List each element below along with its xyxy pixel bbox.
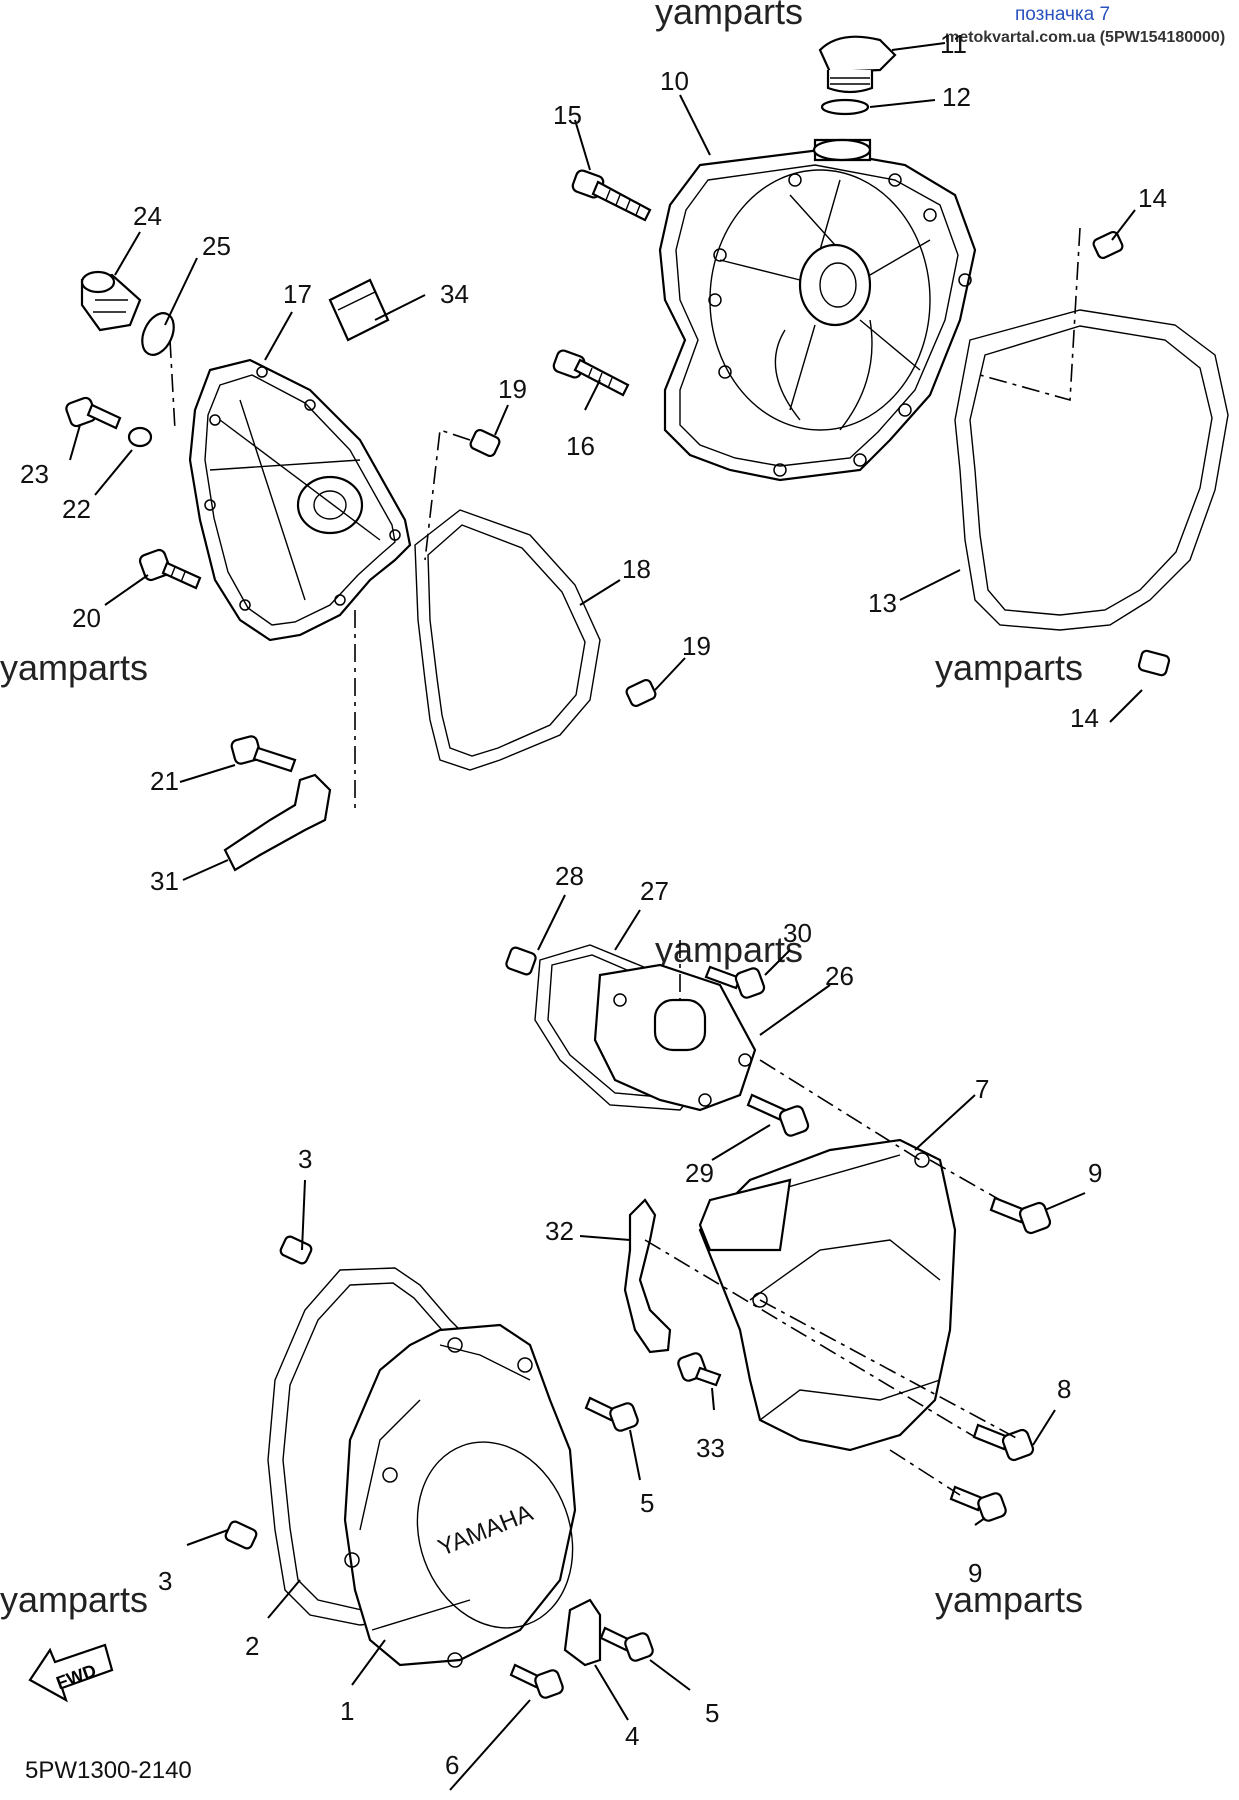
callout-20: 20 [72,603,101,633]
part-14-dowel-top [1092,230,1124,260]
callout-18: 18 [622,554,651,584]
callout-27: 27 [640,876,669,906]
part-17-cover [188,358,412,642]
part-7-sprocket-cover [698,1138,957,1452]
callout-23: 23 [20,459,49,489]
callout-14-top: 14 [1138,183,1167,213]
part-14-dowel-bottom [1137,649,1171,677]
callout-10: 10 [660,66,689,96]
callout-11: 11 [940,29,967,59]
callout-17: 17 [283,279,312,309]
callout-12: 12 [942,82,971,112]
callout-32: 32 [545,1216,574,1246]
callout-19-bottom: 19 [682,631,711,661]
callout-9-bottom: 9 [968,1558,982,1588]
callout-31: 31 [150,866,179,896]
assembly-lines [169,227,1081,1496]
part-34-label [328,278,390,342]
leader-lines [69,42,1143,1791]
callouts: 1 2 3 3 4 5 5 6 7 8 9 9 10 11 12 13 14 1… [20,29,1167,1780]
callout-33: 33 [696,1433,725,1463]
part-4-clamp [563,1598,602,1667]
callout-16: 16 [566,431,595,461]
callout-29: 29 [685,1158,714,1188]
part-11-oil-filler-cap [818,35,897,94]
callout-25: 25 [202,231,231,261]
watermark-left-mid: yamparts [0,647,148,688]
callout-24: 24 [133,201,162,231]
part-9-bolt-bottom [949,1485,1007,1522]
callout-2: 2 [245,1631,259,1661]
part-29-bolt [746,1093,810,1137]
header-source: metokvartal.com.ua (5PW154180000) [945,29,1225,46]
callout-4: 4 [625,1721,639,1751]
part-31-bracket [223,773,332,872]
callout-9-top: 9 [1088,1158,1102,1188]
callout-14-bottom: 14 [1070,703,1099,733]
watermark-right-mid: yamparts [935,647,1083,688]
callout-15: 15 [553,100,582,130]
part-22-washer [127,426,153,448]
callout-7: 7 [975,1074,989,1104]
part-8-bolt [972,1423,1035,1462]
part-20-bolt [138,548,202,590]
callout-13: 13 [868,588,897,618]
part-19-dowel-bottom [625,678,657,708]
callout-28: 28 [555,861,584,891]
callout-34: 34 [440,279,469,309]
callout-8: 8 [1057,1374,1071,1404]
part-5-bolt-upper [584,1396,639,1432]
part-18-gasket [414,509,601,771]
watermark-top: yamparts [655,0,803,32]
part-13-gasket [954,309,1229,631]
part-30-bolt [704,965,766,999]
part-25-o-ring [141,312,175,356]
callout-19-top: 19 [498,374,527,404]
part-23-bolt [65,396,122,430]
part-10-crankcase-cover [658,138,977,482]
fwd-arrow-icon: FWD [28,1643,114,1703]
callout-3-bottom: 3 [158,1566,172,1596]
callout-5-lower: 5 [705,1698,719,1728]
part-32-bracket [623,1198,672,1354]
part-19-dowel-top [469,428,501,458]
part-15-bolt [571,169,652,222]
part-3-dowel-bottom [224,1520,258,1550]
part-12-o-ring [820,98,870,116]
callout-1: 1 [340,1696,354,1726]
diagram-code: 5PW1300-2140 [25,1757,192,1784]
part-21-bolt [230,735,297,773]
watermark-right-bottom: yamparts [935,1579,1083,1620]
callout-6: 6 [445,1750,459,1780]
part-33-bolt [677,1352,722,1387]
part-9-bolt-top [989,1196,1052,1235]
callout-22: 22 [62,494,91,524]
part-6-bolt [509,1663,564,1699]
callout-21: 21 [150,766,179,796]
part-16-bolt [552,349,630,397]
watermark-left-bottom: yamparts [0,1579,148,1620]
callout-26: 26 [825,961,854,991]
part-26-housing [593,963,757,1112]
part-24-plug [80,270,142,332]
part-1-generator-cover: YAMAHA [343,1323,577,1668]
part-3-dowel-top [279,1235,313,1265]
callout-5-upper: 5 [640,1488,654,1518]
callout-3-top: 3 [298,1144,312,1174]
watermark-center: yamparts [655,929,803,970]
part-5-bolt-lower [599,1626,654,1662]
header-label: позначка 7 [1015,4,1110,25]
part-28-dowel [505,946,537,976]
callout-30: 30 [783,918,812,948]
